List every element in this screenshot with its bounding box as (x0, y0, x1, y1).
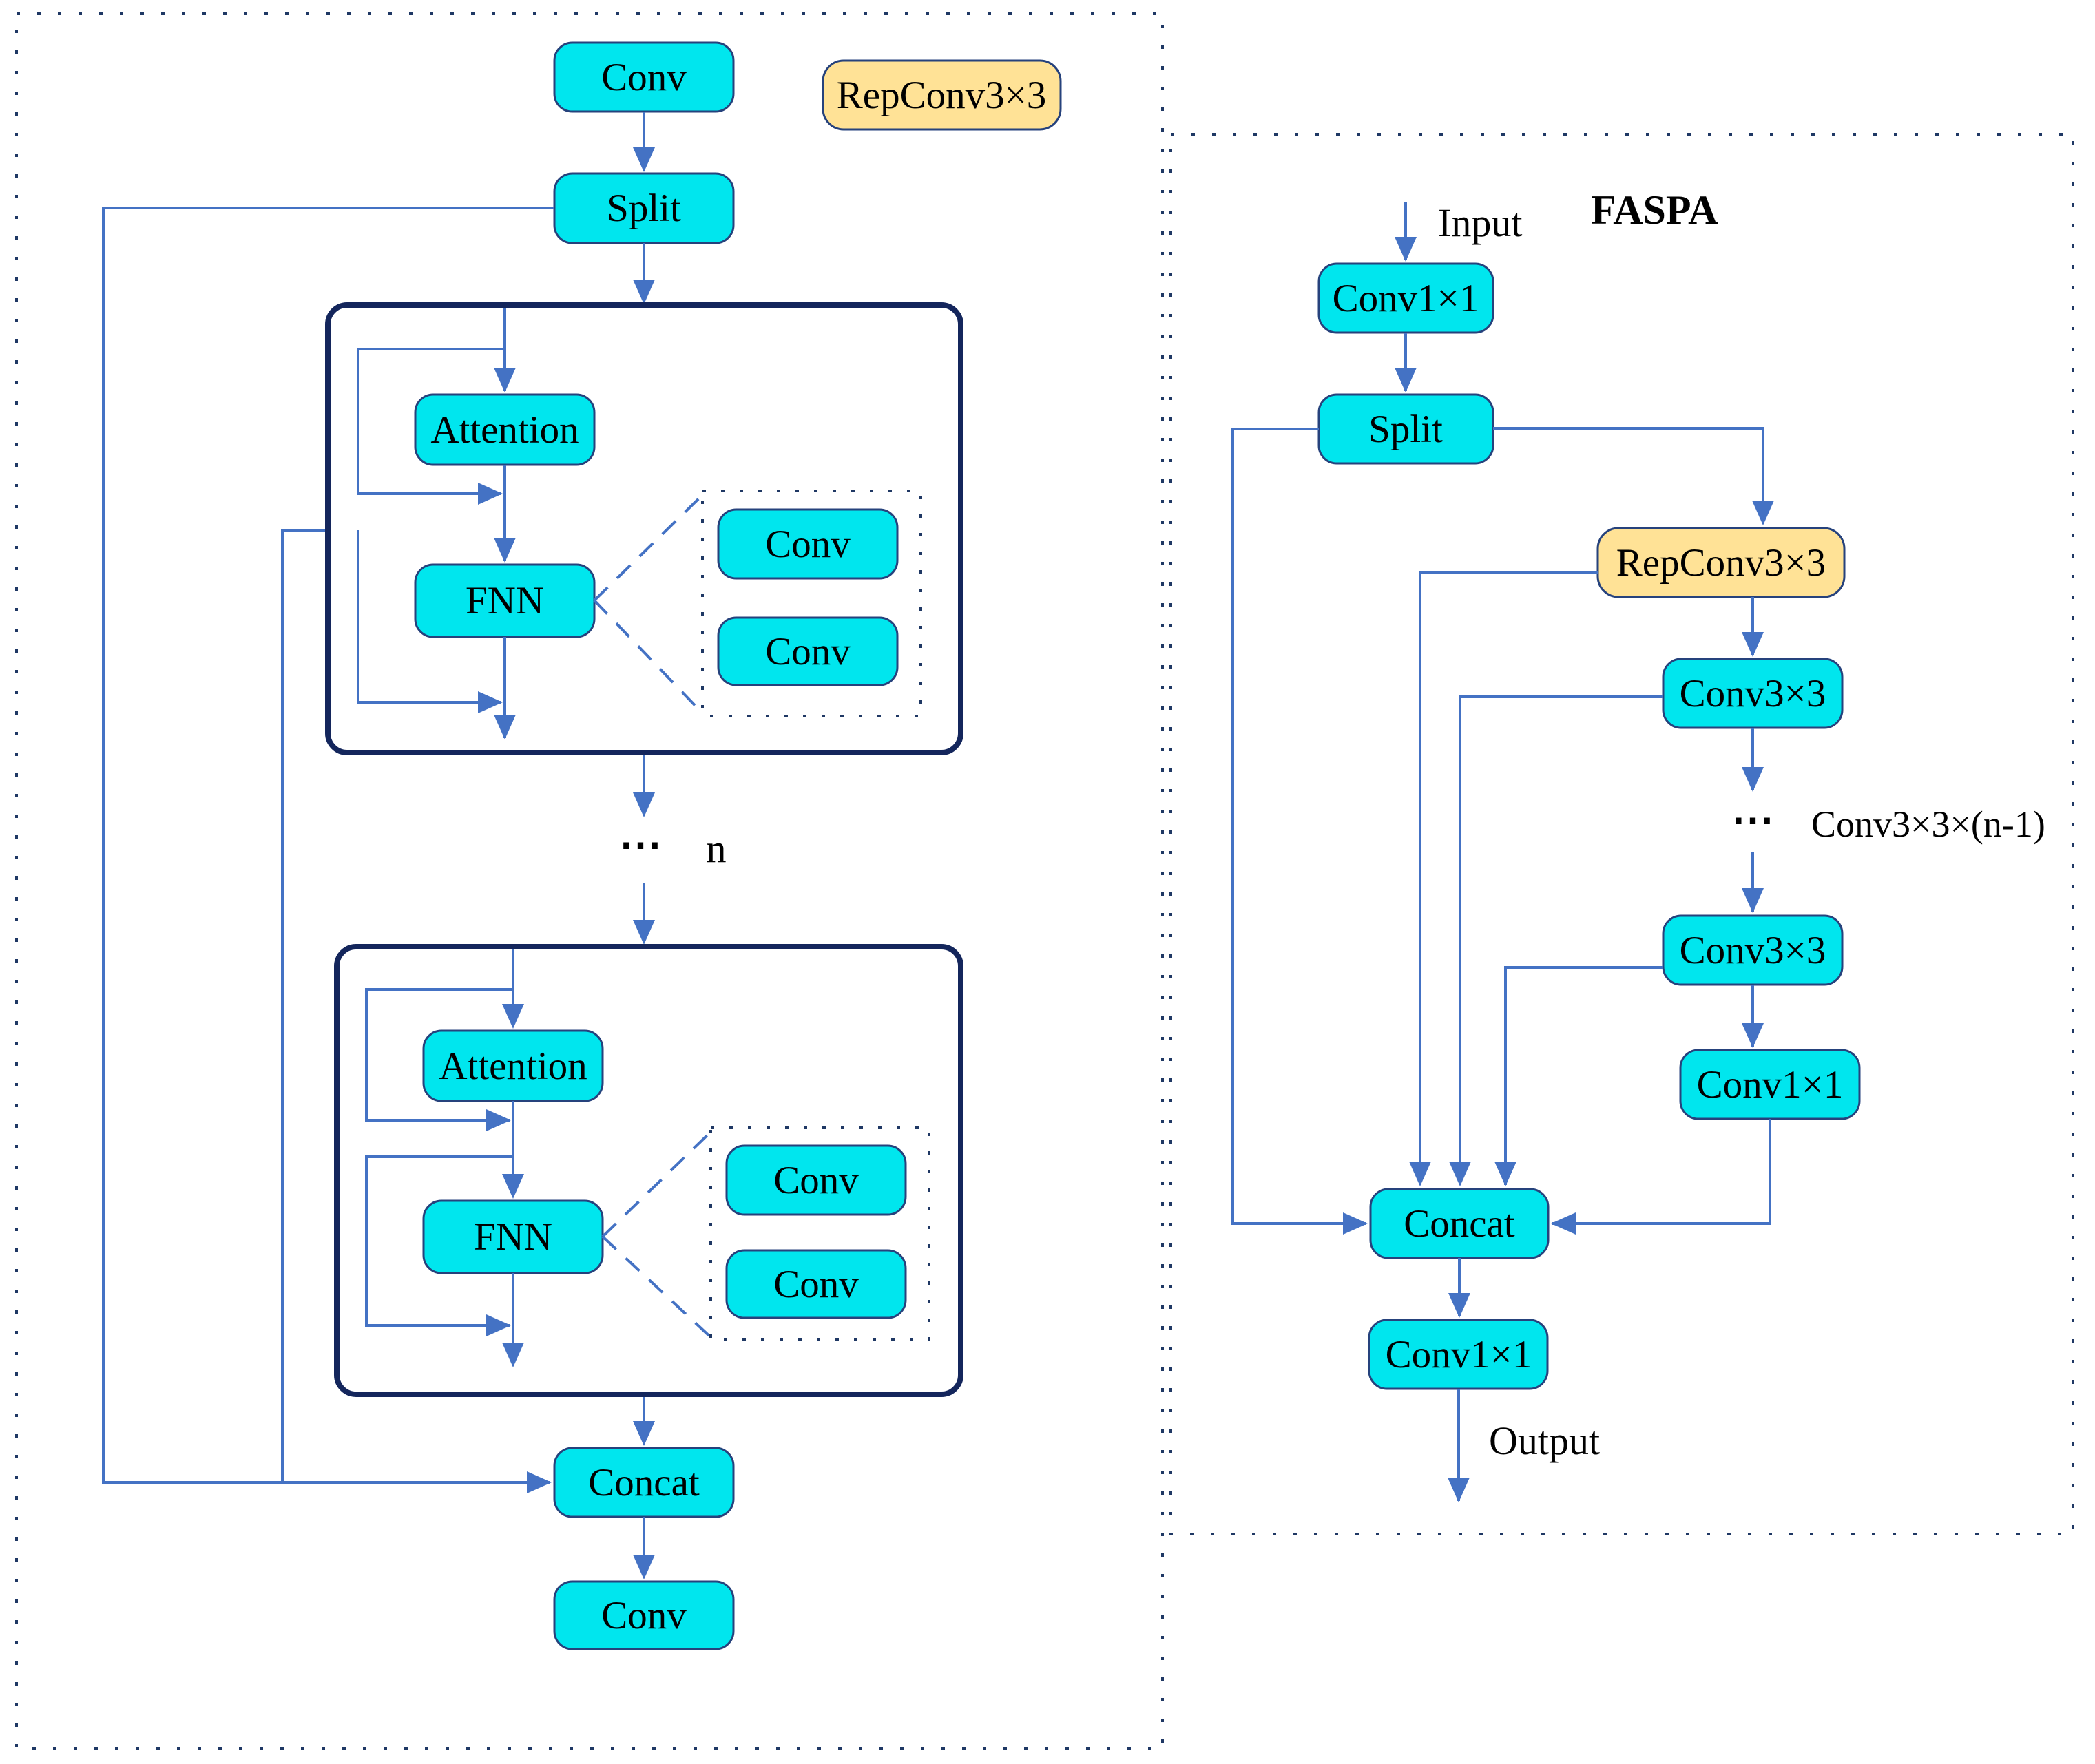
node-conv-out-left (553, 1580, 735, 1650)
node-fnn1-conv-b (717, 616, 899, 686)
connector-split-skip-to-concat (102, 207, 554, 1493)
left-panel: Conv RepConv3×3 Split Attention FNN (15, 12, 1164, 1750)
transformer-block-2: Attention FNN Conv Conv (334, 944, 963, 1397)
connector-conv3x3-last-tap (1494, 966, 1663, 1186)
block2-fnn-expand-dash-bottom (601, 1235, 713, 1340)
block1-attention-skip (357, 348, 505, 505)
transformer-block-1: Attention FNN Conv Conv (325, 302, 963, 755)
node-fnn2-conv-a (725, 1144, 907, 1216)
node-split-right-label: Split (1368, 408, 1443, 451)
node-concat-right-label: Concat (1404, 1202, 1515, 1246)
connector-conv3x3-first-tap (1449, 695, 1663, 1186)
node-repconv-right (1596, 527, 1846, 598)
node-fnn2-conv-b-label: Conv (773, 1263, 859, 1306)
block2-fnn-expand-dash-top (601, 1129, 713, 1238)
node-repconv-right-label: RepConv3×3 (1616, 541, 1826, 585)
node-concat-left-label: Concat (588, 1461, 700, 1504)
node-conv1x1-in-label: Conv1×1 (1333, 277, 1479, 320)
output-label: Output (1489, 1418, 1600, 1463)
connector-split-skip-right (1231, 428, 1368, 1235)
block2-attention-skip (365, 988, 513, 1131)
faspa-repeat-dots: ⋯ (1731, 797, 1774, 844)
node-fnn-1-label: FNN (466, 579, 544, 622)
connector-conv1x1-branch-concat (1551, 1119, 1771, 1235)
node-fnn1-conv-a (717, 508, 899, 580)
node-fnn2-conv-b (725, 1249, 907, 1319)
connector-split-repconv (1493, 427, 1774, 525)
block1-fnn-skip (357, 530, 503, 713)
faspa-panel: FASPA Input Conv1×1 Split RepConv3×3 Con… (1169, 133, 2074, 1535)
input-label: Input (1438, 200, 1522, 245)
faspa-repeat-label: Conv3×3×(n-1) (1811, 804, 2045, 845)
node-fnn2-conv-a-label: Conv (773, 1159, 859, 1202)
node-conv1x1-out-label: Conv1×1 (1386, 1333, 1532, 1376)
node-fnn-2-label: FNN (474, 1215, 552, 1259)
node-conv1x1-branch-label: Conv1×1 (1697, 1063, 1844, 1106)
node-conv-top-label: Conv (601, 56, 687, 99)
node-split-left-label: Split (607, 187, 681, 230)
block1-fnn-expand-dash-bottom (593, 599, 705, 716)
badge-repconv (822, 59, 1062, 131)
block2-fnn-skip (365, 1155, 513, 1336)
node-conv3x3-last-label: Conv3×3 (1680, 929, 1826, 972)
node-attention-1-label: Attention (430, 408, 579, 452)
faspa-title: FASPA (1591, 187, 1718, 233)
block2-fnn-detail-dotted-box (709, 1126, 930, 1341)
block1-fnn-expand-dash-top (593, 492, 705, 602)
connector-repconv-tap (1409, 571, 1598, 1186)
node-fnn1-conv-a-label: Conv (765, 523, 851, 566)
repeat-dots: ⋯ (619, 822, 662, 869)
node-fnn1-conv-b-label: Conv (765, 630, 851, 673)
repeat-count-label: n (707, 826, 727, 871)
node-conv-out-left-label: Conv (601, 1594, 687, 1637)
node-attention-2-label: Attention (439, 1044, 587, 1088)
node-conv3x3-first-label: Conv3×3 (1680, 672, 1826, 715)
badge-repconv-label: RepConv3×3 (837, 74, 1046, 117)
